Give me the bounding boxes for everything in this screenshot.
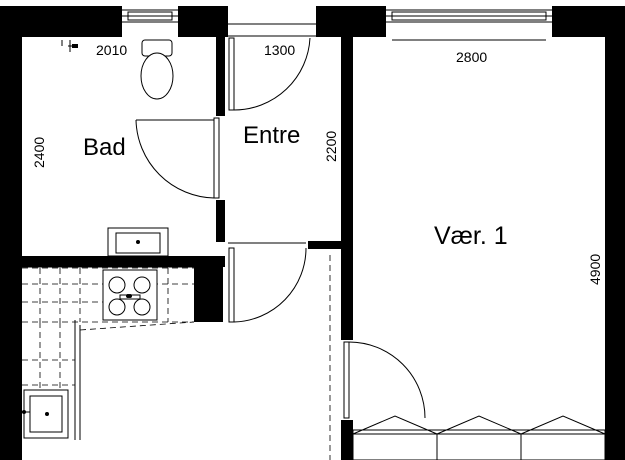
doors <box>135 37 426 419</box>
bath-window <box>122 9 178 23</box>
kitchen-counter <box>18 266 194 440</box>
entre-gap <box>228 23 316 37</box>
toilet-icon <box>140 39 174 100</box>
kitchen-door <box>228 242 307 323</box>
entre-bottom-wall <box>308 241 350 249</box>
dim-bathroom-height: 2400 <box>31 137 47 168</box>
bath-entre-wall-upper <box>216 6 225 116</box>
room-label-bathroom: Bad <box>83 134 126 161</box>
right-wall <box>605 6 625 460</box>
dim-bedroom-height: 4900 <box>587 254 603 285</box>
dim-entrance-height: 2200 <box>323 131 339 162</box>
bath-entre-wall-lower <box>216 200 225 242</box>
bedroom-door <box>343 341 426 419</box>
room-label-bedroom: Vær. 1 <box>434 222 508 250</box>
bedroom-wall-lower <box>341 420 353 460</box>
dim-entrance-width: 1300 <box>264 42 295 58</box>
tap-icon <box>61 40 78 52</box>
dim-bedroom-window: 2800 <box>456 49 487 65</box>
left-wall <box>0 6 22 460</box>
bedroom-wardrobe <box>352 415 606 460</box>
kitchen-pier <box>194 256 223 322</box>
dashed-lines <box>79 255 331 460</box>
bedroom-window <box>386 9 552 41</box>
kitchen-sink-icon <box>18 389 69 439</box>
stove-icon <box>102 269 158 321</box>
room-label-entrance: Entre <box>243 122 300 149</box>
entrance-door <box>228 37 311 111</box>
bath-bottom-wall <box>22 256 225 267</box>
walls <box>0 6 625 460</box>
bath-sink-icon <box>107 227 169 257</box>
bathroom-fixtures <box>61 39 174 257</box>
windows <box>122 9 552 41</box>
dim-bathroom-window: 2010 <box>96 42 127 58</box>
bathroom-door <box>135 117 220 199</box>
entre-bedroom-wall <box>341 6 353 340</box>
